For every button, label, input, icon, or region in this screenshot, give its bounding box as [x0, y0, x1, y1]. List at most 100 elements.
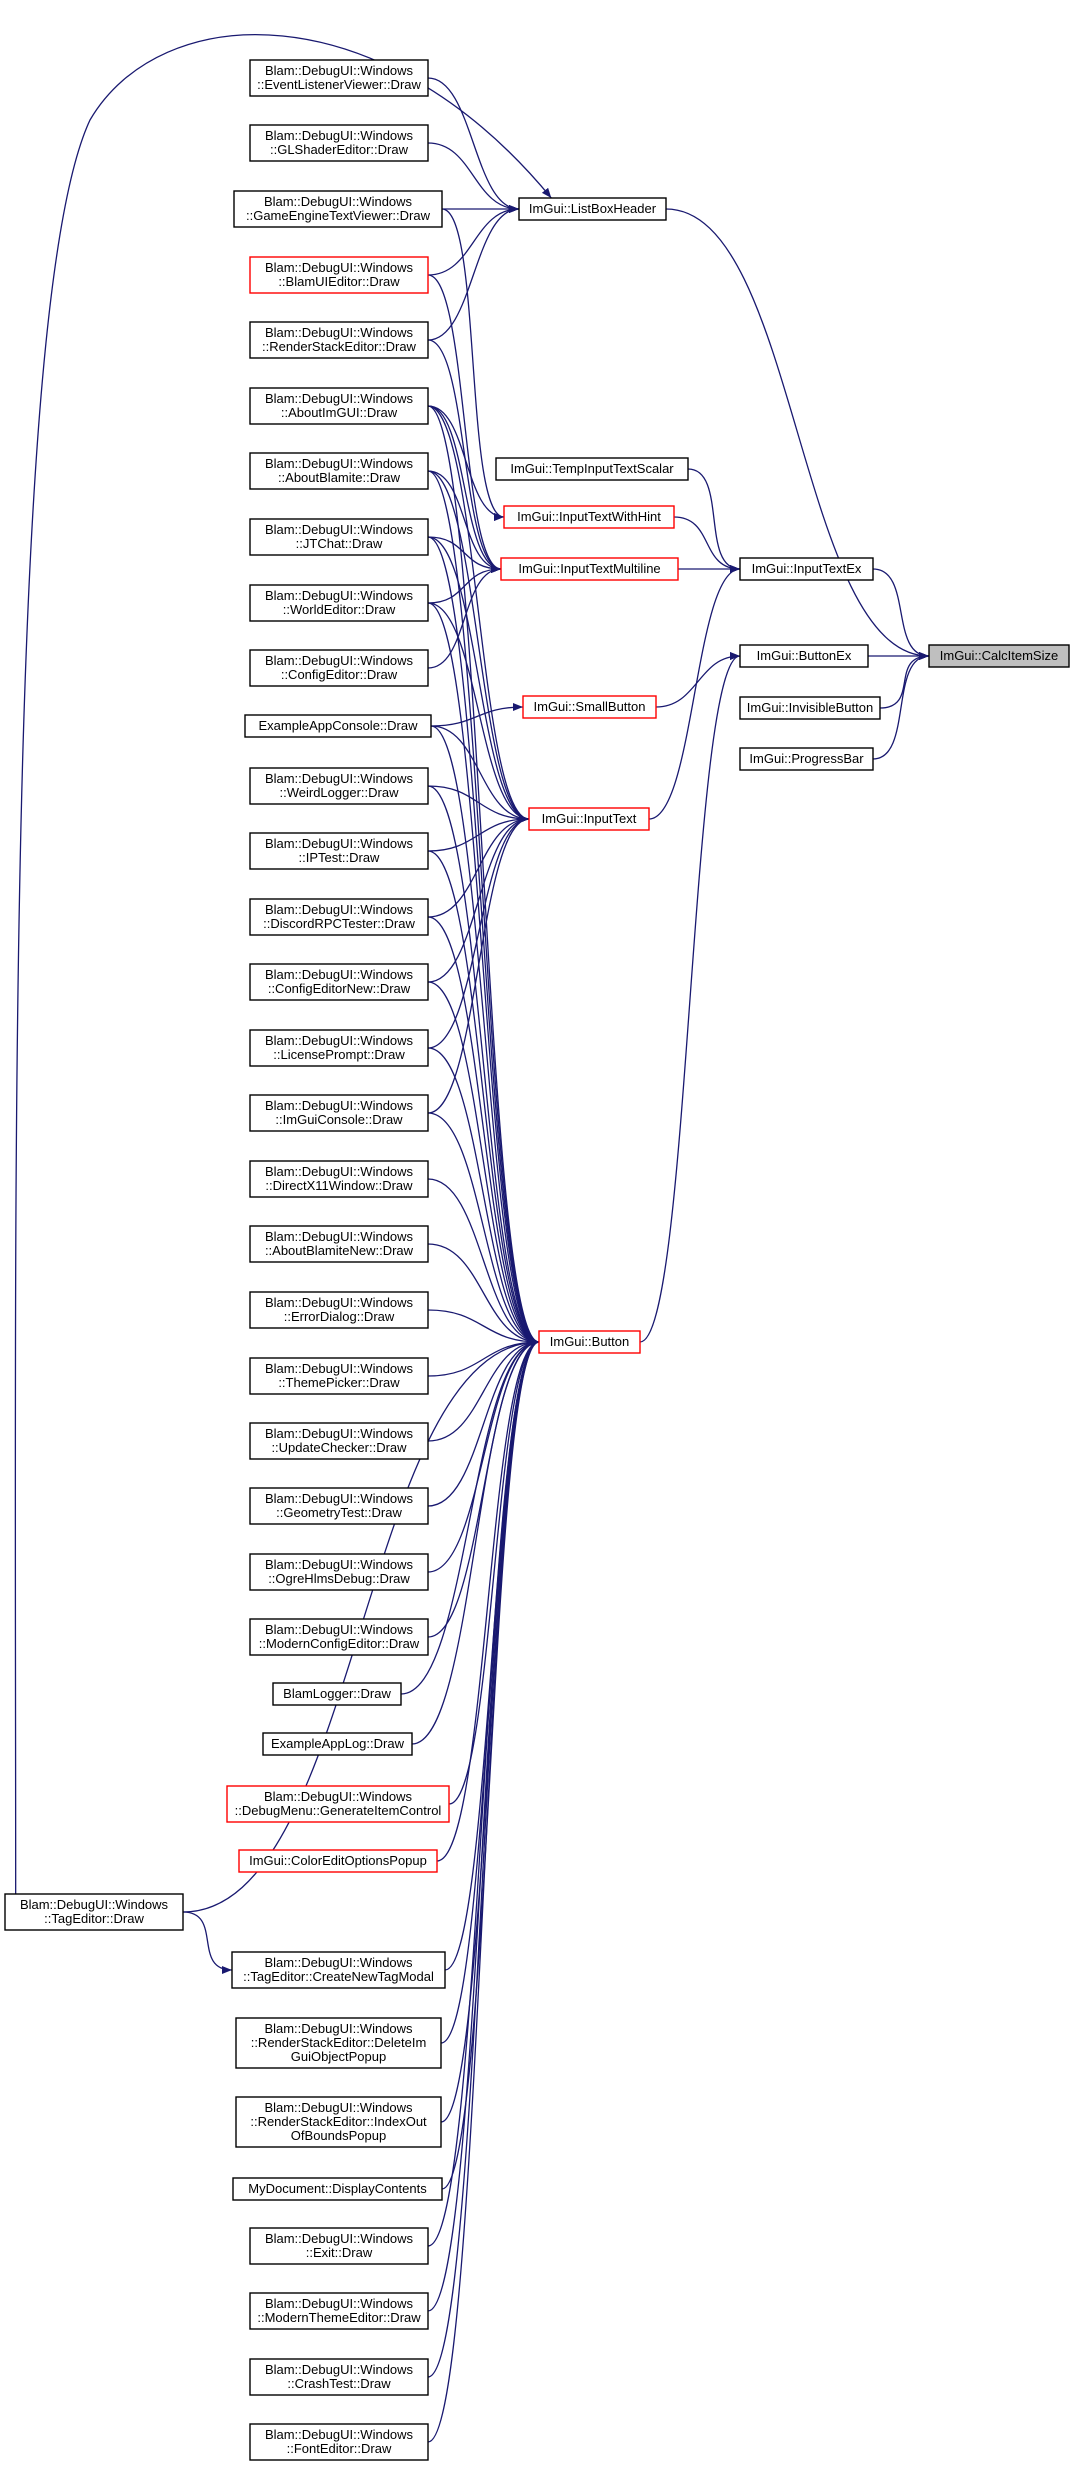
- graph-node-aboutblamite[interactable]: Blam::DebugUI::Windows::AboutBlamite::Dr…: [249, 452, 429, 490]
- graph-node-invisible[interactable]: ImGui::InvisibleButton: [739, 696, 881, 720]
- edge-n_hint-to-n_inputtextex: [673, 516, 741, 573]
- node-box: [249, 584, 429, 622]
- graph-node-examplelog[interactable]: ExampleAppLog::Draw: [262, 1732, 413, 1756]
- node-box: [249, 1291, 429, 1329]
- graph-node-gametext[interactable]: Blam::DebugUI::Windows::GameEngineTextVi…: [233, 190, 443, 228]
- edge-n_blamui-to-n_listbox: [427, 205, 520, 276]
- graph-node-configeditor[interactable]: Blam::DebugUI::Windows::ConfigEditor::Dr…: [249, 649, 429, 687]
- graph-node-aboutnew[interactable]: Blam::DebugUI::Windows::AboutBlamiteNew:…: [249, 1225, 429, 1263]
- graph-node-discord[interactable]: Blam::DebugUI::Windows::DiscordRPCTester…: [249, 898, 429, 936]
- graph-node-aboutimgui[interactable]: Blam::DebugUI::Windows::AboutImGUI::Draw: [249, 387, 429, 425]
- graph-node-focus[interactable]: ImGui::CalcItemSize: [928, 644, 1070, 668]
- node-box: [233, 190, 443, 228]
- graph-node-inputtextex[interactable]: ImGui::InputTextEx: [739, 557, 874, 581]
- graph-node-renderstack[interactable]: Blam::DebugUI::Windows::RenderStackEdito…: [249, 321, 429, 359]
- edge-n_inputtextex-to-n_focus: [872, 568, 930, 660]
- node-label-line: ::OgreHlmsDebug::Draw: [268, 1571, 410, 1586]
- graph-node-progress[interactable]: ImGui::ProgressBar: [739, 747, 874, 771]
- edge-n_exampleconsole-to-n_inputtext: [430, 725, 530, 823]
- node-box: [249, 767, 429, 805]
- graph-node-crashtest[interactable]: Blam::DebugUI::Windows::CrashTest::Draw: [249, 2358, 429, 2396]
- node-label-line: ::AboutBlamite::Draw: [278, 470, 401, 485]
- graph-node-newtag[interactable]: Blam::DebugUI::Windows::TagEditor::Creat…: [231, 1951, 446, 1989]
- graph-node-glshader[interactable]: Blam::DebugUI::Windows::GLShaderEditor::…: [249, 124, 429, 162]
- graph-node-ogre[interactable]: Blam::DebugUI::Windows::OgreHlmsDebug::D…: [249, 1553, 429, 1591]
- graph-node-tageditor[interactable]: Blam::DebugUI::Windows::TagEditor::Draw: [4, 1893, 184, 1931]
- node-label-line: GuiObjectPopup: [291, 2049, 386, 2064]
- graph-node-errordialog[interactable]: Blam::DebugUI::Windows::ErrorDialog::Dra…: [249, 1291, 429, 1329]
- node-box: [739, 747, 874, 771]
- edge-n_errordialog-to-n_button: [427, 1309, 540, 1346]
- edge-n_aboutimgui-to-n_inputtext: [427, 405, 530, 823]
- edge-n_tempinput-to-n_inputtextex: [687, 468, 741, 573]
- graph-node-fonteditor[interactable]: Blam::DebugUI::Windows::FontEditor::Draw: [249, 2423, 429, 2461]
- node-box: [249, 649, 429, 687]
- node-label-line: Blam::DebugUI::Windows: [265, 771, 414, 786]
- graph-node-multiline[interactable]: ImGui::InputTextMultiline: [500, 557, 679, 581]
- graph-node-worldeditor[interactable]: Blam::DebugUI::Windows::WorldEditor::Dra…: [249, 584, 429, 622]
- node-box: [528, 807, 650, 831]
- node-label-line: ::AboutImGUI::Draw: [281, 405, 398, 420]
- node-box: [238, 1849, 438, 1873]
- graph-node-coloredit[interactable]: ImGui::ColorEditOptionsPopup: [238, 1849, 438, 1873]
- node-label-line: ::TagEditor::Draw: [44, 1911, 144, 1926]
- graph-node-evlist[interactable]: Blam::DebugUI::Windows::EventListenerVie…: [249, 59, 429, 97]
- graph-node-updatechecker[interactable]: Blam::DebugUI::Windows::UpdateChecker::D…: [249, 1422, 429, 1460]
- graph-node-listbox[interactable]: ImGui::ListBoxHeader: [518, 197, 667, 221]
- graph-node-indexout[interactable]: Blam::DebugUI::Windows::RenderStackEdito…: [235, 2096, 442, 2148]
- graph-node-mydoc[interactable]: MyDocument::DisplayContents: [232, 2177, 443, 2201]
- node-box: [249, 1422, 429, 1460]
- graph-node-themepicker[interactable]: Blam::DebugUI::Windows::ThemePicker::Dra…: [249, 1357, 429, 1395]
- node-box: [249, 832, 429, 870]
- node-box: [272, 1682, 402, 1706]
- edge-n_evlist-to-n_listbox: [427, 77, 520, 213]
- edge-n_renderstack-to-n_multiline: [427, 339, 502, 573]
- node-label-line: Blam::DebugUI::Windows: [265, 1426, 414, 1441]
- graph-node-tempinput[interactable]: ImGui::TempInputTextScalar: [495, 457, 689, 481]
- node-label-line: Blam::DebugUI::Windows: [265, 456, 414, 471]
- edge-n_directx-to-n_button: [427, 1178, 540, 1346]
- node-box: [249, 124, 429, 162]
- graph-node-confignew[interactable]: Blam::DebugUI::Windows::ConfigEditorNew:…: [249, 963, 429, 1001]
- graph-node-modernconfig[interactable]: Blam::DebugUI::Windows::ModernConfigEdit…: [249, 1618, 429, 1656]
- graph-node-exit[interactable]: Blam::DebugUI::Windows::Exit::Draw: [249, 2227, 429, 2265]
- graph-node-weirdlogger[interactable]: Blam::DebugUI::Windows::WeirdLogger::Dra…: [249, 767, 429, 805]
- node-label-line: ExampleAppLog::Draw: [271, 1736, 405, 1751]
- graph-node-smallbtn[interactable]: ImGui::SmallButton: [522, 695, 657, 719]
- edge-n_weirdlogger-to-n_button: [427, 785, 540, 1346]
- node-box: [249, 1160, 429, 1198]
- graph-node-blamui[interactable]: Blam::DebugUI::Windows::BlamUIEditor::Dr…: [249, 256, 429, 294]
- node-label-line: ::DebugMenu::GenerateItemControl: [235, 1803, 442, 1818]
- graph-node-hint[interactable]: ImGui::InputTextWithHint: [503, 505, 675, 529]
- node-label-line: ImGui::InputTextWithHint: [517, 509, 661, 524]
- edges-layer: [14, 34, 930, 2443]
- node-box: [739, 644, 869, 668]
- node-box: [244, 714, 432, 738]
- edge-n_listbox-to-n_focus: [665, 208, 930, 660]
- edge-n_renderstack-to-n_listbox: [427, 205, 520, 341]
- graph-node-debugmenu[interactable]: Blam::DebugUI::Windows::DebugMenu::Gener…: [226, 1785, 450, 1823]
- graph-node-moderntheme[interactable]: Blam::DebugUI::Windows::ModernThemeEdito…: [249, 2292, 429, 2330]
- graph-node-imguiconsole[interactable]: Blam::DebugUI::Windows::ImGuiConsole::Dr…: [249, 1094, 429, 1132]
- node-label-line: Blam::DebugUI::Windows: [265, 1229, 414, 1244]
- graph-node-license[interactable]: Blam::DebugUI::Windows::LicensePrompt::D…: [249, 1029, 429, 1067]
- node-label-line: ImGui::ListBoxHeader: [529, 201, 657, 216]
- node-label-line: ImGui::ProgressBar: [749, 751, 864, 766]
- graph-node-buttonex[interactable]: ImGui::ButtonEx: [739, 644, 869, 668]
- graph-node-deleteimgui[interactable]: Blam::DebugUI::Windows::RenderStackEdito…: [235, 2017, 442, 2069]
- node-label-line: Blam::DebugUI::Windows: [265, 2362, 414, 2377]
- graph-node-blamlogger[interactable]: BlamLogger::Draw: [272, 1682, 402, 1706]
- graph-node-inputtext[interactable]: ImGui::InputText: [528, 807, 650, 831]
- graph-node-directx[interactable]: Blam::DebugUI::Windows::DirectX11Window:…: [249, 1160, 429, 1198]
- edge-n_fonteditor-to-n_button: [427, 1338, 540, 2443]
- graph-node-geometry[interactable]: Blam::DebugUI::Windows::GeometryTest::Dr…: [249, 1487, 429, 1525]
- graph-node-jtchat[interactable]: Blam::DebugUI::Windows::JTChat::Draw: [249, 518, 429, 556]
- graph-node-button[interactable]: ImGui::Button: [538, 1330, 641, 1354]
- node-label-line: ImGui::ColorEditOptionsPopup: [249, 1853, 427, 1868]
- node-label-line: ::Exit::Draw: [306, 2245, 373, 2260]
- graph-node-iptest[interactable]: Blam::DebugUI::Windows::IPTest::Draw: [249, 832, 429, 870]
- graph-node-exampleconsole[interactable]: ExampleAppConsole::Draw: [244, 714, 432, 738]
- node-label-line: ::ModernConfigEditor::Draw: [259, 1636, 420, 1651]
- node-label-line: Blam::DebugUI::Windows: [265, 325, 414, 340]
